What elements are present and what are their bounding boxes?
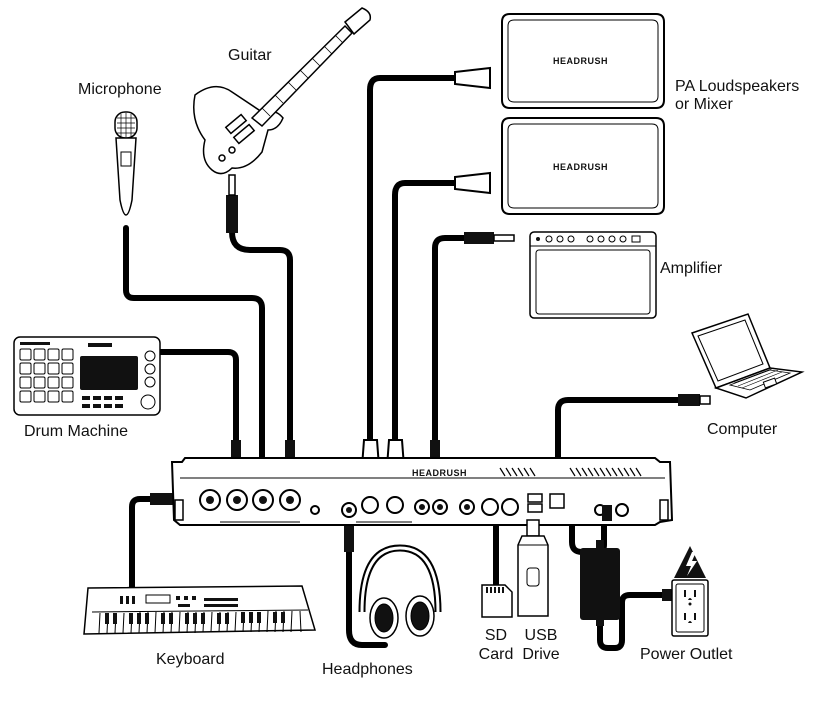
keyboard-cable [129, 496, 153, 593]
power-cable-bottom [597, 592, 671, 651]
laptop [690, 313, 805, 399]
usb-port-a-1 [527, 493, 543, 503]
amplifier [529, 231, 657, 319]
usb-port-a-2 [527, 503, 543, 513]
pa-speaker-bottom: HEADRUSH [501, 117, 665, 215]
power-outlet-label: Power Outlet [640, 646, 733, 663]
headphones-cable [346, 545, 388, 648]
guitar-cable [229, 229, 293, 448]
plug-amp [430, 440, 440, 472]
unit-brand: HEADRUSH [412, 468, 467, 478]
drum-machine [13, 336, 161, 416]
pa-label-line1: PA Loudspeakers [675, 78, 800, 95]
headphones [358, 544, 442, 639]
keyboard [83, 585, 316, 635]
microphone [114, 111, 138, 216]
plug-computer-usb [678, 394, 700, 406]
plug-keyboard [150, 493, 178, 505]
guitar [193, 7, 372, 175]
power-outlet [671, 546, 709, 637]
power-supply [580, 505, 672, 626]
guitar-label: Guitar [228, 47, 272, 64]
headrush-unit: HEADRUSH [170, 457, 674, 526]
plug-headphones [344, 520, 354, 552]
pa-speaker-top: HEADRUSH [501, 13, 665, 109]
headphones-label: Headphones [322, 661, 413, 678]
jack-midi-1 [481, 498, 499, 516]
microphone-label: Microphone [78, 81, 162, 98]
drum-machine-label: Drum Machine [24, 423, 129, 440]
plug-pa-top-end [454, 66, 491, 90]
computer-label: Computer [707, 421, 778, 438]
sd-card [481, 584, 513, 618]
jack-xlr-right [386, 496, 404, 514]
amplifier-cable [432, 235, 473, 448]
sd-card-label-line1: SD [484, 627, 508, 644]
usb-drive-label-line1: USB [524, 627, 558, 644]
pa-bottom-brand: HEADRUSH [553, 162, 608, 172]
plug-guitar-jack-tip [228, 174, 236, 196]
keyboard-label: Keyboard [156, 651, 225, 668]
plug-amp-end-tip [493, 234, 515, 242]
drum-machine-cable [155, 349, 239, 448]
pa-top-brand: HEADRUSH [553, 56, 608, 66]
microphone-cable [123, 225, 265, 473]
plug-amp-end [464, 232, 494, 244]
jack-xlr-left [361, 496, 379, 514]
plug-guitar [285, 440, 295, 470]
jack-midi-2 [501, 498, 519, 516]
plug-computer-usb-tip [699, 395, 711, 405]
plug-guitar-jack [226, 195, 238, 233]
jack-power-in [615, 503, 629, 517]
pa-bottom-cable [392, 180, 463, 448]
pa-label-line2: or Mixer [675, 96, 733, 113]
plug-drum [231, 440, 241, 470]
pa-top-cable [367, 75, 463, 448]
plug-pa-bottom-end [454, 171, 491, 195]
usb-port-b [549, 493, 565, 509]
computer-cable [555, 397, 683, 483]
amplifier-label: Amplifier [660, 260, 723, 277]
sd-card-label-line2: Card [478, 646, 514, 663]
jack-small [310, 505, 320, 515]
usb-drive-label-line2: Drive [522, 646, 560, 663]
usb-drive [517, 519, 549, 617]
